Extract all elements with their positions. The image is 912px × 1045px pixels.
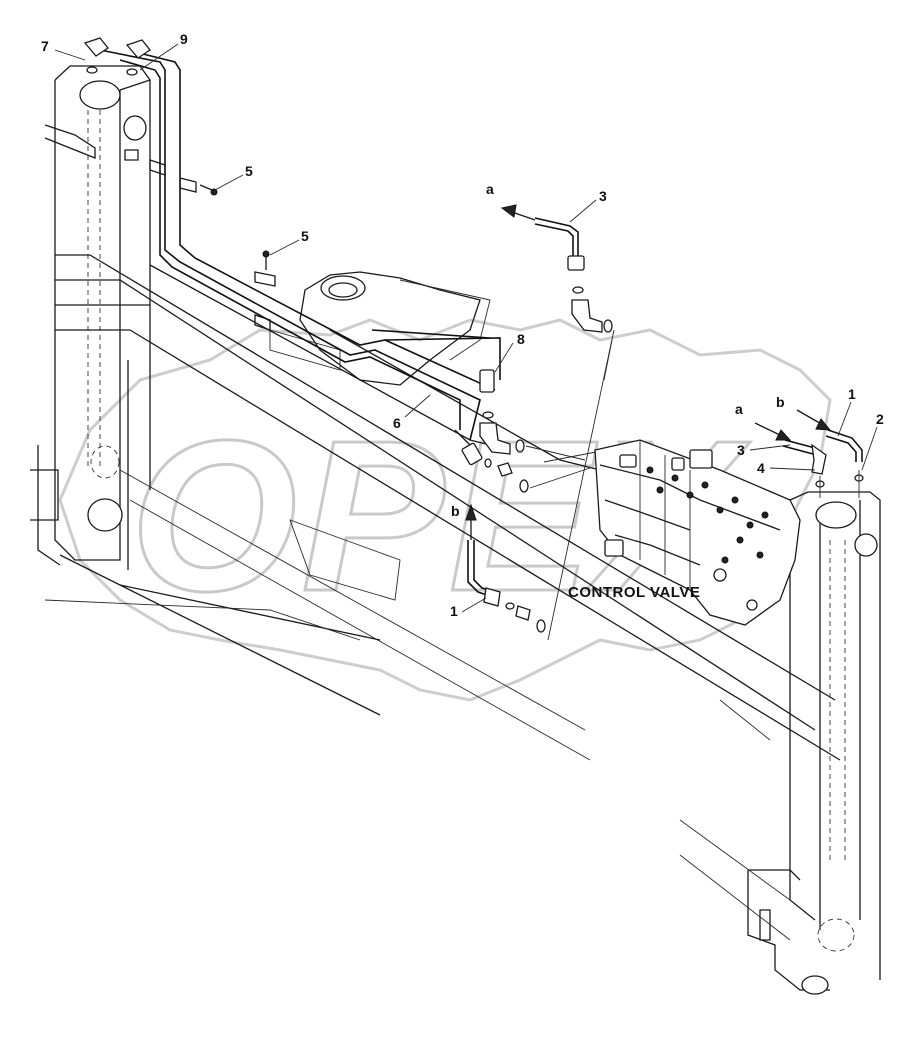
hose-lines [99, 49, 501, 466]
callout-3-right: 3 [737, 442, 745, 458]
callout-leaders [54, 43, 878, 613]
carriage-plate [269, 271, 491, 386]
callout-1-bottom: 1 [450, 603, 458, 619]
callout-5-lower: 5 [301, 228, 309, 244]
left-cylinder-port [123, 115, 147, 141]
arrow-b-right [815, 418, 832, 431]
arrow-b-bottom [465, 503, 477, 521]
left-cylinder-cap [79, 80, 121, 110]
callout-5-upper: 5 [245, 163, 253, 179]
item8-fitting-chain [479, 411, 525, 455]
callout-4: 4 [757, 460, 765, 476]
connection-leaders [525, 329, 615, 641]
item1-bottom-assembly [467, 540, 546, 633]
right-side-fittings [782, 429, 864, 498]
control-valve [594, 439, 801, 626]
right-cylinder-port [854, 533, 878, 557]
arrow-a-right [775, 429, 792, 441]
top-fittings [83, 37, 151, 76]
direction-arrows [465, 204, 832, 540]
callout-8: 8 [517, 331, 525, 347]
right-mast [679, 491, 881, 995]
callout-a-right: a [735, 401, 743, 417]
callout-1-right: 1 [848, 386, 856, 402]
callout-9: 9 [180, 31, 188, 47]
right-cylinder-cap [815, 501, 857, 529]
callout-a-top: a [486, 181, 494, 197]
callout-b-right: b [776, 394, 785, 410]
item6-fittings [484, 458, 529, 493]
callouts: 7 9 5 5 3 a 8 6 b 1 a b 1 2 3 4 [41, 31, 884, 619]
callout-3-top: 3 [599, 188, 607, 204]
clamps [149, 159, 276, 331]
control-valve-label: CONTROL VALVE [568, 584, 700, 601]
callout-6: 6 [393, 415, 401, 431]
item3-top-assembly [534, 217, 613, 333]
callout-b-bottom: b [451, 503, 460, 519]
arrow-a-top [500, 204, 517, 218]
callout-7: 7 [41, 38, 49, 54]
callout-2: 2 [876, 411, 884, 427]
